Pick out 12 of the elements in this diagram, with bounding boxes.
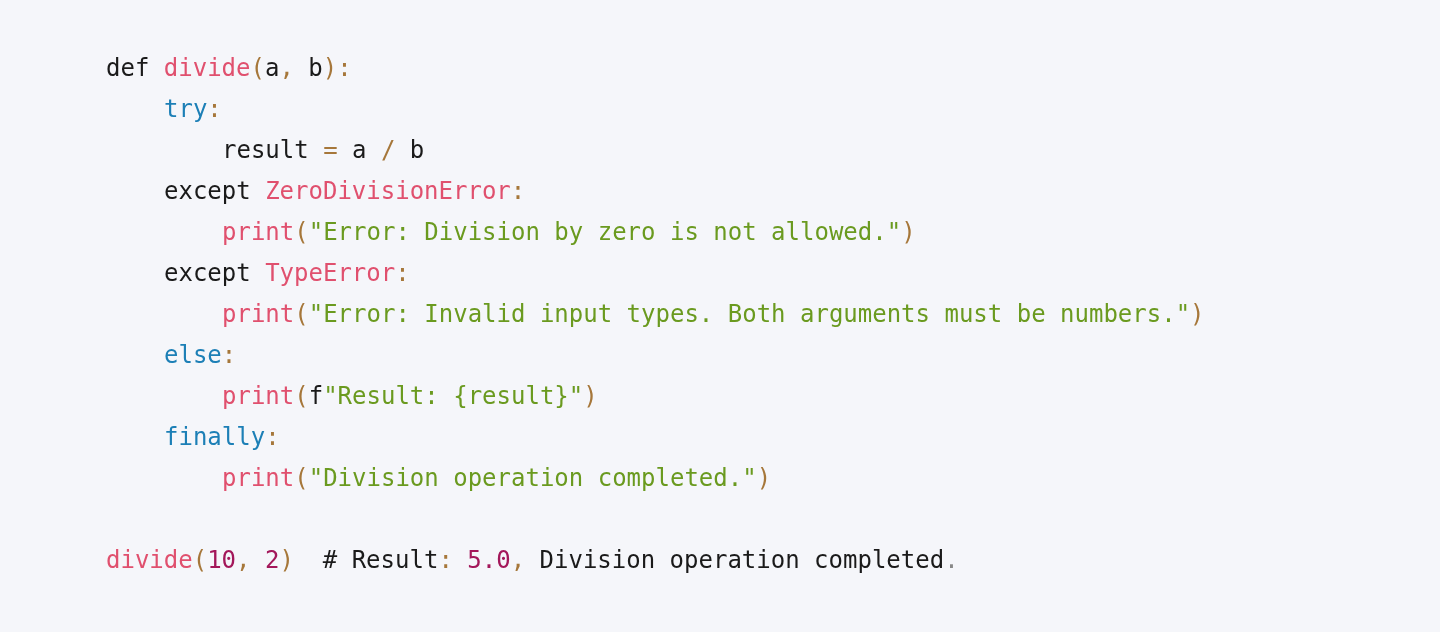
code-line: print("Error: Invalid input types. Both arguments must be numbers.") [222, 299, 1205, 329]
code-line: try: [164, 94, 222, 124]
code-line: divide(10, 2) # Result: 5.0, Division operation completed. [106, 545, 959, 575]
code-line: print(f"Result: {result}") [222, 381, 598, 411]
code-line: else: [164, 340, 237, 370]
code-line: print("Division operation completed.") [222, 463, 772, 493]
code-line: def divide(a, b): [106, 53, 352, 83]
code-line: result = a / b [222, 135, 425, 165]
code-line: except TypeError: [164, 258, 410, 288]
code-line: print("Error: Division by zero is not allowed.") [222, 217, 916, 247]
code-line: except ZeroDivisionError: [164, 176, 526, 206]
code-line: finally: [164, 422, 280, 452]
